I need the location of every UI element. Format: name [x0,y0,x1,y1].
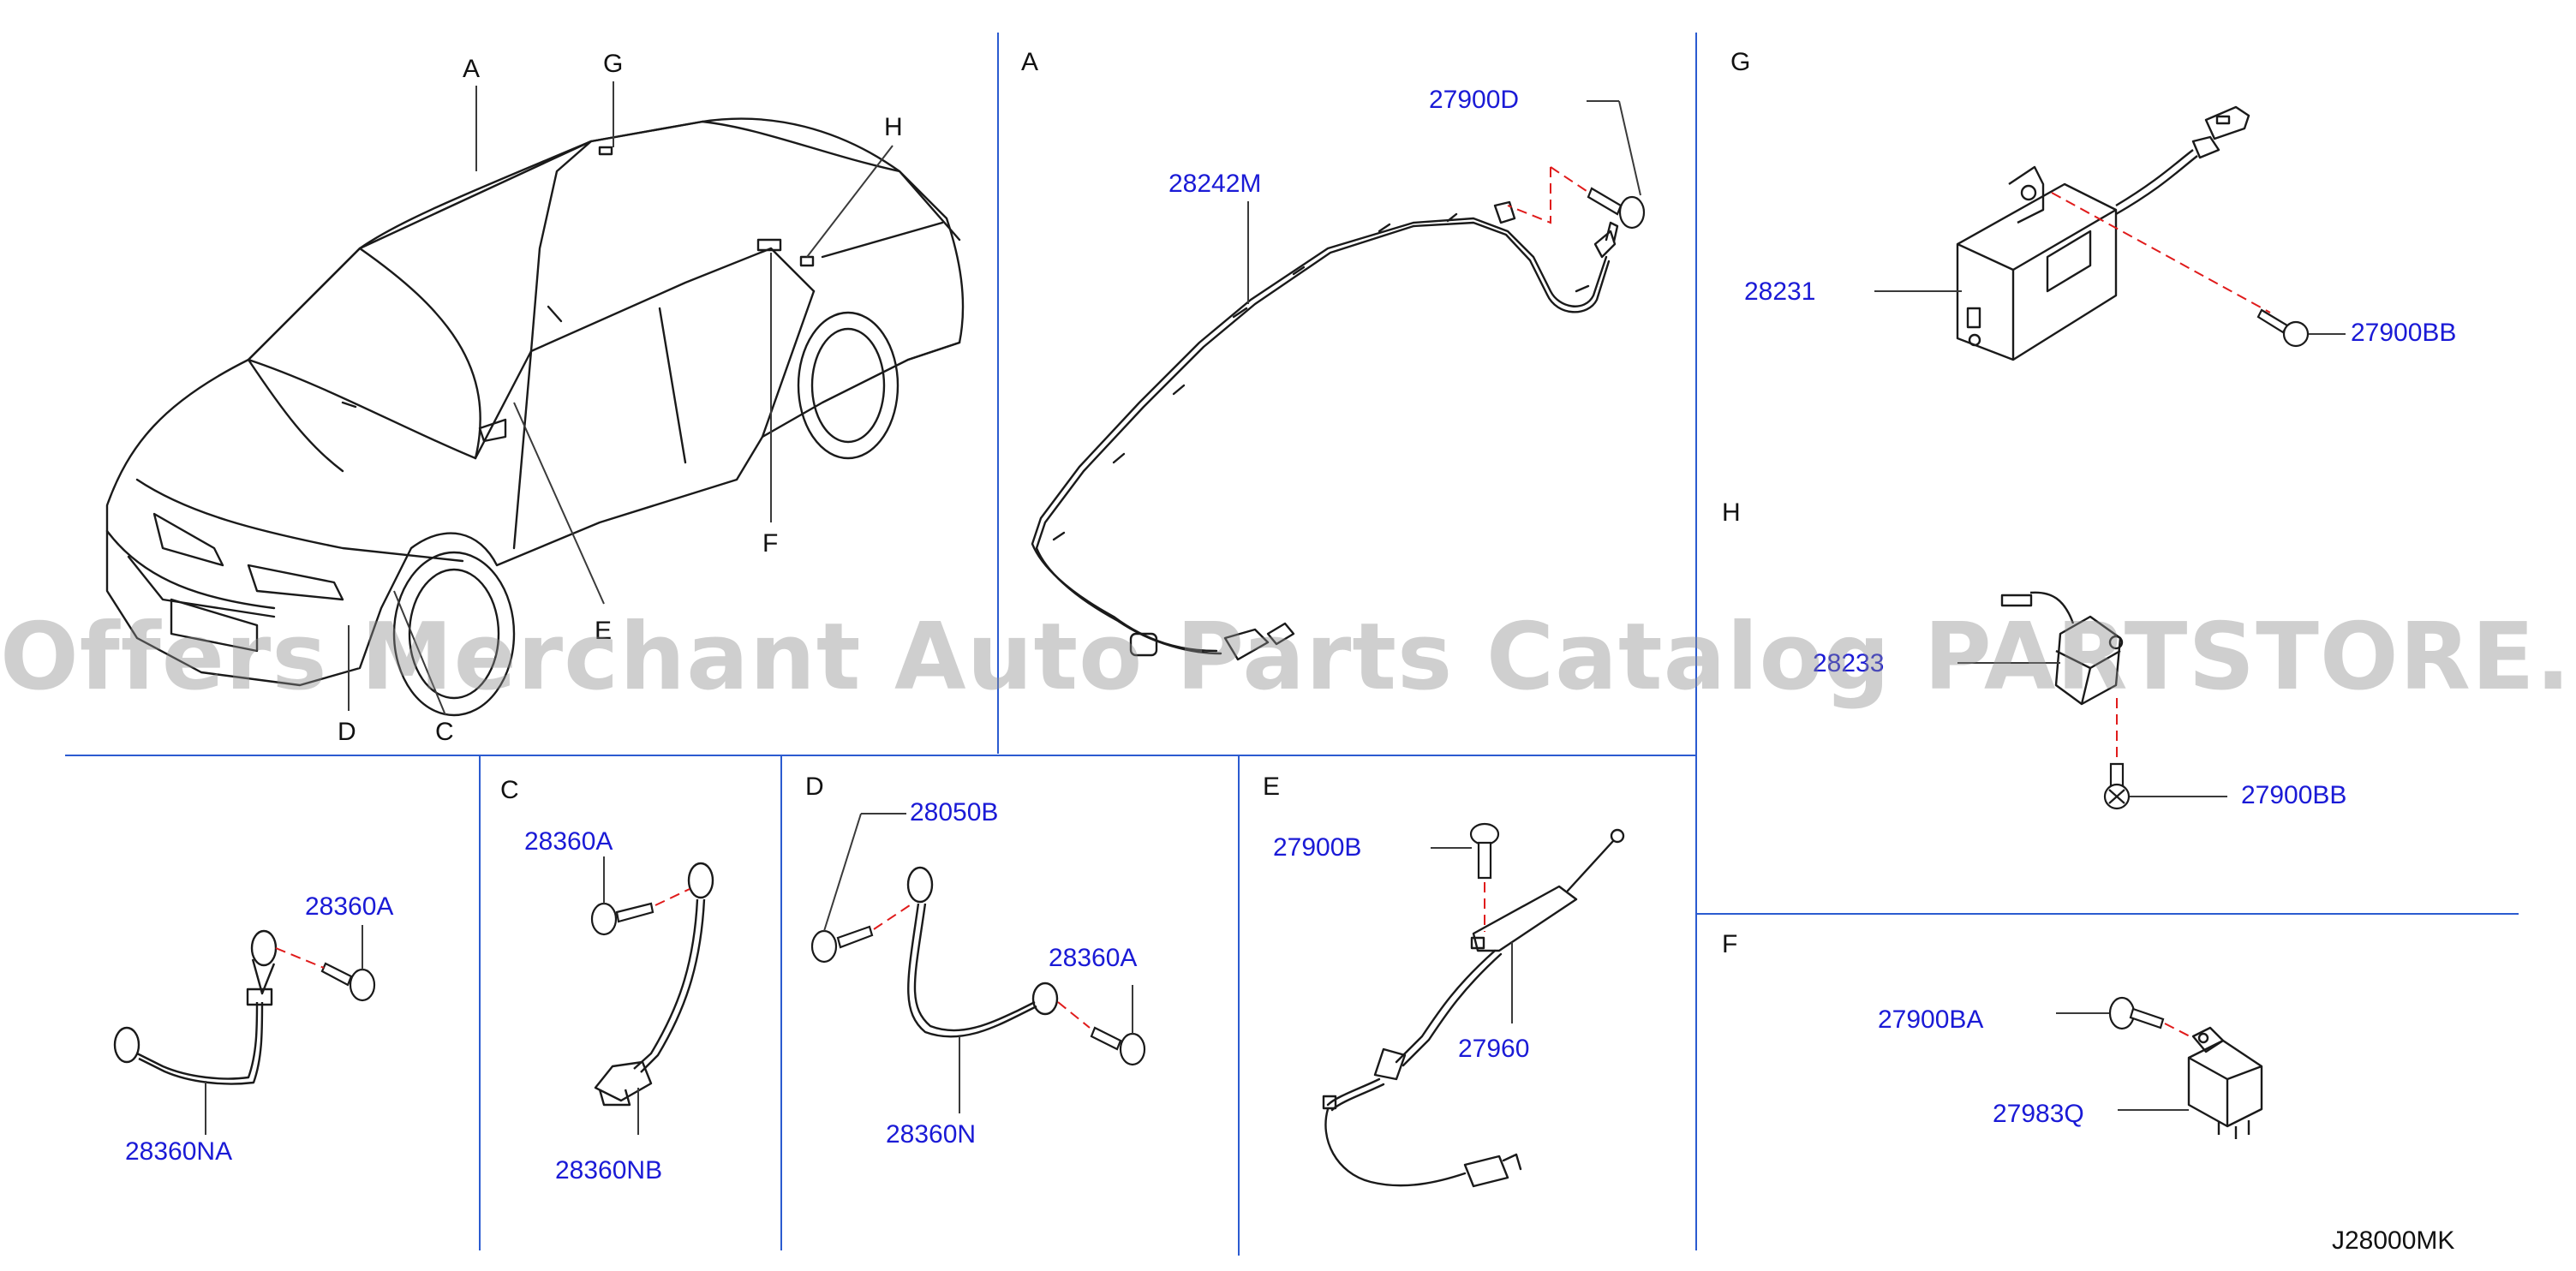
part-number-27900D[interactable]: 27900D [1429,86,1520,114]
watermark-text: Offers Merchant Auto Parts Catalog PARTS… [0,604,2576,711]
part-number-27900B[interactable]: 27900B [1273,833,1362,862]
overview-callout-F: F [762,529,779,558]
overview-callout-A: A [463,55,481,83]
overview-callout-C: C [435,718,454,746]
section-letter-H: H [1722,498,1741,527]
bolt-28360A-c1 [320,962,376,1002]
section-letter-A: A [1021,48,1039,76]
section-letter-G: G [1730,48,1751,76]
bolt-28050B [810,925,874,964]
overview-leaders [348,81,894,716]
part-number-28233[interactable]: 28233 [1813,649,1885,677]
section-C1-leaders [205,925,363,1135]
part-number-28360A-c2[interactable]: 28360A [524,827,613,856]
section-E-leaders [1431,847,1513,1023]
ground-strap-28360NB [594,862,714,1107]
section-C2-dashed [654,888,690,906]
part-number-28242M[interactable]: 28242M [1168,170,1262,198]
part-number-27960[interactable]: 27960 [1458,1035,1530,1063]
part-number-27983Q[interactable]: 27983Q [1993,1100,2084,1128]
overview-callout-E: E [595,617,613,645]
bolt-27900D [1587,187,1646,230]
part-number-28050B[interactable]: 28050B [910,798,999,826]
part-number-28360NB[interactable]: 28360NB [555,1156,663,1184]
part-number-28360A-d[interactable]: 28360A [1049,944,1138,972]
section-A-leaders [1247,100,1641,304]
part-number-27900BA[interactable]: 27900BA [1878,1005,1984,1034]
antenna-cable-drawing [1031,200,1619,661]
section-letter-D: D [805,773,824,801]
part-number-27900BB-h[interactable]: 27900BB [2241,781,2347,809]
section-D-leaders [823,813,1133,1113]
bolt-27900BB-g [2256,308,2310,348]
bolt-28360A-d [1090,1026,1146,1066]
part-number-27900BB-g[interactable]: 27900BB [2351,319,2457,347]
part-number-28231[interactable]: 28231 [1744,277,1816,306]
bolt-27900BB-h [2103,762,2131,810]
bolt-28360A-c2 [590,902,654,936]
bolt-27900BA [2108,996,2165,1030]
section-G-dashed [2051,192,2271,313]
section-G-leaders [1874,290,2346,335]
overview-callout-G: G [603,50,624,78]
diagram-code: J28000MK [2332,1226,2455,1255]
bolt-27900B [1469,822,1500,880]
relay-27983Q-drawing [2187,1026,2263,1139]
section-H-leaders [1957,662,2227,797]
part-number-28360N[interactable]: 28360N [886,1120,977,1149]
part-number-28360A-c1[interactable]: 28360A [305,892,394,921]
section-D-dashed [873,903,1091,1029]
sensor-28233-drawing [2000,591,2124,706]
part-number-28360NA[interactable]: 28360NA [125,1137,233,1166]
section-letter-F: F [1722,930,1738,958]
section-A-dashed [1507,166,1590,224]
cable-27960-drawing [1322,828,1625,1188]
section-C1-dashed [275,947,325,969]
section-F-dashed [2164,1023,2194,1039]
section-C2-leaders [603,856,639,1135]
section-F-leaders [2056,1012,2189,1111]
overview-callout-H: H [884,113,903,141]
module-28231-drawing [1956,105,2250,361]
section-letter-C: C [500,776,519,804]
section-dividers [65,33,2519,1256]
section-letter-E: E [1263,773,1281,801]
ground-strap-28360NA [113,929,278,1085]
overview-callout-D: D [338,718,356,746]
ground-strap-28360N [906,866,1059,1038]
